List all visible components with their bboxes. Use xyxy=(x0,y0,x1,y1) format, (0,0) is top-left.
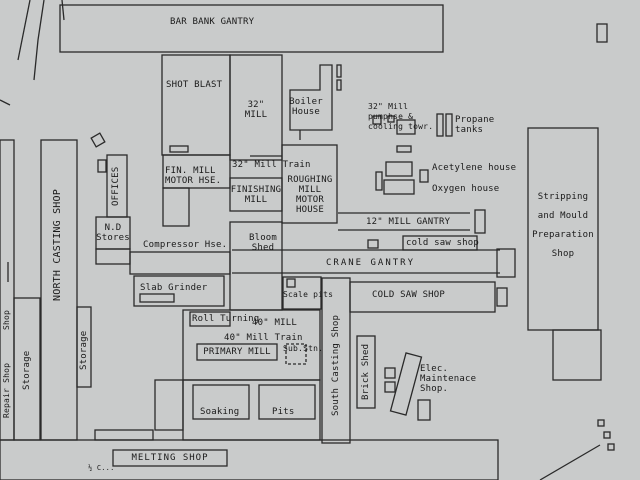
label-32-mill-train: 32" Mill Train xyxy=(232,160,311,170)
label-slab-grinder: Slab Grinder xyxy=(140,283,208,293)
elec-maintenance-building xyxy=(389,352,423,416)
label-elec-maintenance: Elec. Maintenace Shop. xyxy=(420,364,477,394)
label-40-mill: 40" MILL xyxy=(252,318,297,328)
bar-bank-gantry-building xyxy=(59,4,444,53)
label-32-mill: 32" MILL xyxy=(244,100,268,120)
label-sub-stn: Sub.Stn. xyxy=(283,344,324,353)
propane-tank-1 xyxy=(436,113,444,137)
label-primary-mill: PRIMARY MILL xyxy=(203,347,271,357)
label-roughing-mill-motor-house: ROUGHING MILL MOTOR HOUSE xyxy=(287,175,333,215)
label-repair-shop: Repair Shop xyxy=(2,362,11,418)
label-offices: OFFICES xyxy=(111,166,121,206)
boiler-house-building xyxy=(289,64,333,131)
label-boiler-house: Boiler House xyxy=(289,97,323,117)
label-crane-gantry: CRANE GANTRY xyxy=(326,258,416,268)
label-soaking: Soaking xyxy=(200,407,240,417)
label-finishing-mill: FINISHING MILL xyxy=(230,185,282,205)
label-mill-pumphouse: 32" Mill pumphse & cooling towr. xyxy=(368,102,434,131)
south-casting-shop-building xyxy=(321,277,351,444)
label-storage-left: Storage xyxy=(22,350,32,390)
label-fin-mill-motor-hse: FIN. MILL MOTOR HSE. xyxy=(165,166,222,186)
label-12-mill-gantry: 12" MILL GANTRY xyxy=(366,217,451,227)
label-propane-tanks: Propane tanks xyxy=(455,115,495,135)
label-melting-shop: MELTING SHOP xyxy=(131,453,209,463)
label-shot-blast: SHOT BLAST xyxy=(166,80,223,90)
label-small-ref: ½ C... xyxy=(88,464,115,472)
label-oxygen-house: Oxygen house xyxy=(432,184,500,194)
roughing-mill-motor-house-building xyxy=(281,144,338,224)
mill-32-building xyxy=(229,54,283,161)
label-bloom-shed: Bloom Shed xyxy=(248,233,278,253)
label-stripping-mould-shop: Stripping and Mould Preparation Shop xyxy=(532,192,594,259)
primary-mill-building xyxy=(196,343,278,361)
slab-grinder-building xyxy=(133,275,225,307)
label-roll-turning: Roll Turning xyxy=(192,314,260,324)
label-cold-saw-shop-small: cold saw shop xyxy=(406,238,480,248)
acetylene-house-building xyxy=(385,161,413,177)
label-40-mill-train: 40" Mill Train xyxy=(224,333,303,343)
label-cold-saw-shop: COLD SAW SHOP xyxy=(372,290,446,300)
label-storage-right: Storage xyxy=(79,330,89,370)
label-acetylene-house: Acetylene house xyxy=(432,163,517,173)
pumphouse-building xyxy=(396,119,416,135)
melting-shop-building xyxy=(0,439,499,480)
label-bar-bank-gantry: BAR BANK GANTRY xyxy=(170,17,255,27)
fin-mill-motor-house-building xyxy=(162,154,231,189)
label-pits: Pits xyxy=(272,407,295,417)
label-north-casting-shop: NORTH CASTING SHOP xyxy=(52,189,63,301)
label-brick-shed: Brick Shed xyxy=(361,343,371,401)
oxygen-house-building xyxy=(383,179,415,195)
compressor-house-building xyxy=(129,251,231,275)
label-compressor-hse: Compressor Hse. xyxy=(143,240,228,250)
brick-shed-building xyxy=(356,335,376,409)
propane-tank-2 xyxy=(445,113,453,137)
label-nd-stores: N.D Stores xyxy=(96,223,130,243)
label-left-edge-shop: Shop xyxy=(2,309,11,331)
label-scale-pits: Scale pits xyxy=(283,290,334,299)
label-south-casting-shop: South Casting Shop xyxy=(331,314,341,416)
shot-blast-building xyxy=(161,54,231,156)
scale-pits-building xyxy=(282,276,322,310)
